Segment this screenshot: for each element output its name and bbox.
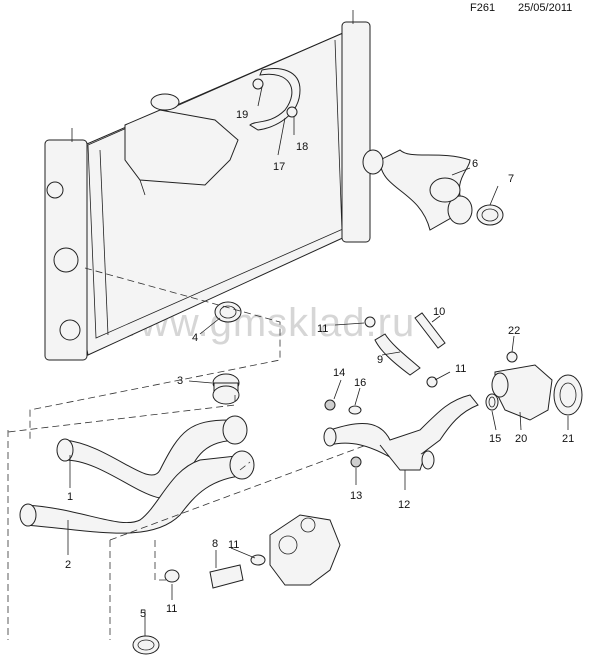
callout-9: 9 [377, 354, 383, 366]
lower-hose-1 [56, 415, 248, 499]
bypass-hose [364, 316, 438, 388]
upper-radiator-hose [362, 149, 473, 231]
pipe-10 [414, 312, 446, 349]
hose-clamp-7 [476, 204, 504, 226]
water-pump-housing [269, 514, 341, 586]
hose-clamp-11-lower [250, 554, 266, 566]
washer-16 [348, 405, 362, 415]
callout-17: 17 [273, 161, 285, 173]
callout-15: 15 [489, 433, 501, 445]
callout-1: 1 [67, 491, 73, 503]
hose-clamp-3 [212, 373, 240, 405]
callout-22: 22 [508, 325, 520, 337]
callout-13: 13 [350, 490, 362, 502]
callout-3: 3 [177, 375, 183, 387]
lower-hose-2 [19, 450, 255, 534]
callout-20: 20 [515, 433, 527, 445]
routing-line-a [29, 267, 281, 440]
bolt-13 [350, 456, 362, 468]
callout-6: 6 [472, 158, 478, 170]
callout-8: 8 [212, 538, 218, 550]
reservoir-hose [249, 68, 301, 131]
callout-12: 12 [398, 499, 410, 511]
hose-clamp-11-lower-left [164, 569, 180, 583]
hose-clamp-5 [132, 635, 160, 655]
callout-10: 10 [433, 306, 445, 318]
callout-11-right: 11 [455, 363, 466, 375]
callout-11-lower: 11 [228, 539, 239, 551]
thermostat-housing [491, 351, 553, 421]
radiator [44, 10, 371, 361]
diagram-code: F261 [470, 2, 496, 14]
hose-8 [209, 564, 244, 589]
callout-18: 18 [296, 141, 308, 153]
callout-11-upper: 11 [317, 323, 328, 335]
coolant-pipe [323, 394, 479, 471]
routing-line-f [154, 540, 175, 581]
callout-16: 16 [354, 377, 366, 389]
callout-4: 4 [192, 332, 198, 344]
callout-7: 7 [508, 173, 514, 185]
routing-line-c [7, 395, 236, 433]
coolant-reservoir [124, 93, 239, 196]
callout-14: 14 [333, 367, 345, 379]
callout-11-bottom: 11 [166, 603, 177, 615]
bolt-14 [324, 399, 336, 411]
callout-5: 5 [140, 608, 146, 620]
callout-19: 19 [236, 109, 248, 121]
diagram-date: 25/05/2011 [518, 2, 573, 14]
hose-clamp-4 [214, 301, 242, 323]
routing-line-e [109, 439, 381, 541]
callout-2: 2 [65, 559, 71, 571]
callout-21: 21 [562, 433, 574, 445]
routing-line-g [239, 461, 251, 471]
gasket-21 [553, 374, 583, 416]
o-ring-15 [485, 393, 499, 411]
